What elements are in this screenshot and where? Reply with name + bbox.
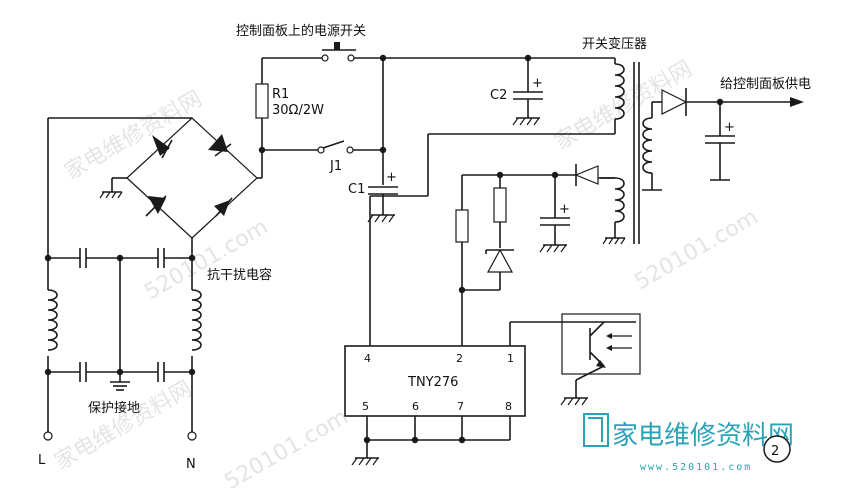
output-capacitor: + [705, 102, 735, 181]
ic-pin-2: 2 [456, 352, 463, 365]
panel-power-switch [262, 42, 615, 62]
power-switch-label: 控制面板上的电源开关 [236, 23, 366, 39]
site-logo: 家电维修资料网 www.520101.com [583, 413, 794, 473]
relay-contact-j1 [262, 140, 383, 154]
aux-rectifier [462, 164, 615, 186]
ic-pin-7: 7 [457, 400, 464, 413]
transformer-label: 开关变压器 [582, 36, 647, 52]
ic-name: TNY276 [407, 375, 458, 390]
output-rectifier [661, 88, 804, 116]
filter-capacitors-top [48, 248, 192, 268]
svg-text:+: + [532, 76, 543, 91]
resistor-r1 [255, 58, 269, 150]
ic-tny276 [344, 345, 526, 417]
choke-left [40, 289, 58, 356]
ic-pin-4: 4 [364, 352, 371, 365]
ic-pin-5: 5 [362, 400, 369, 413]
watermark-url: 520101.com [631, 205, 763, 296]
choke-right [184, 289, 202, 356]
logo-url: www.520101.com [640, 462, 752, 473]
aux-capacitor: + [539, 175, 570, 253]
c2-label: C2 [490, 88, 507, 103]
r1-value: 30Ω/2W [272, 103, 324, 118]
terminal-n: N [186, 457, 196, 472]
svg-text:+: + [386, 170, 397, 185]
j1-label: J1 [329, 159, 342, 174]
figure-number: 2 [763, 435, 791, 463]
svg-text:+: + [724, 120, 735, 135]
zener-diode [485, 248, 514, 273]
c1-label: C1 [348, 182, 365, 197]
ground-label: 保护接地 [88, 400, 140, 416]
svg-text:+: + [559, 202, 570, 217]
figure-number-text: 2 [771, 444, 779, 459]
watermark-text: 家电维修资料网 [61, 87, 207, 186]
output-label: 给控制面板供电 [720, 77, 811, 92]
r1-name: R1 [272, 87, 289, 102]
capacitor-c2: + [512, 58, 543, 126]
switching-transformer [428, 58, 662, 245]
ic-pin-8: 8 [505, 400, 512, 413]
watermark-url: 520101.com [141, 215, 273, 306]
terminal-l: L [38, 453, 46, 468]
filter-capacitors-bottom [48, 362, 192, 382]
filter-cap-label: 抗干扰电容 [207, 267, 272, 283]
optocoupler [560, 313, 641, 406]
watermark-url: 520101.com [221, 405, 353, 493]
resistor-bias [455, 209, 469, 243]
watermark-text: 家电维修资料网 [51, 377, 197, 476]
ic-pin-6: 6 [412, 400, 419, 413]
ic-pin-1: 1 [507, 352, 514, 365]
resistor-feedback [493, 187, 507, 223]
